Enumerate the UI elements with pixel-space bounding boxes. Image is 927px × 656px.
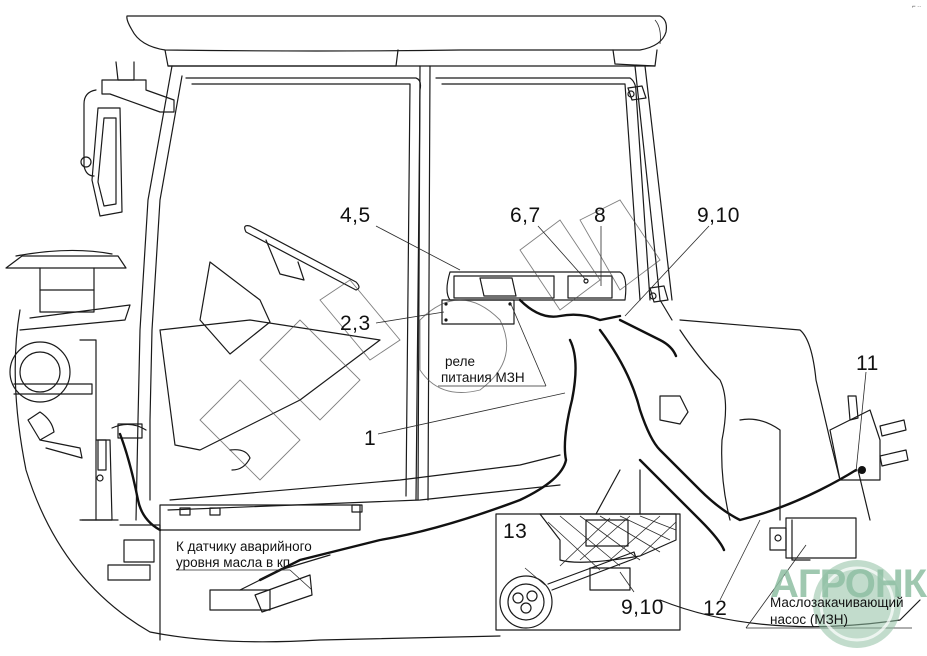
diagonal-watermark-outline: [199, 199, 661, 481]
agronka-logo-text: АГРОНКА: [770, 562, 927, 606]
callout-12: 12: [703, 597, 728, 620]
leader-9-10-inset: [619, 571, 635, 593]
leader-13: [524, 567, 546, 586]
note-relay-line1: реле: [445, 354, 475, 369]
rear-fender: [659, 319, 841, 521]
leader-1: [377, 392, 566, 435]
leader-2-3: [375, 311, 445, 324]
cab-roof: [126, 15, 667, 67]
leader-6-7: [537, 225, 587, 281]
callout-1: 1: [364, 427, 377, 450]
note-sensor-line2: уровня масла в кп: [176, 555, 291, 570]
leader-pump: [745, 544, 807, 629]
agronka-logo-icon: [813, 560, 901, 648]
callout-8: 8: [594, 204, 607, 227]
hydraulic-valve: [829, 395, 909, 521]
cab-floor: [107, 504, 363, 641]
inset-detail: [495, 469, 681, 631]
callout-6-7: 6,7: [510, 204, 541, 227]
cab-frame: [135, 65, 673, 521]
callout-2-3: 2,3: [340, 312, 371, 335]
leader-lines: [176, 225, 912, 629]
callout-4-5: 4,5: [340, 204, 371, 227]
leader-sensor: [289, 569, 313, 591]
leader-relay: [509, 301, 547, 387]
engine-left-components: [9, 339, 162, 532]
side-mirror: [80, 61, 175, 217]
leader-4-5: [375, 225, 461, 271]
callout-9-10-inset: 9,10: [621, 596, 664, 619]
leader-11: [855, 371, 867, 473]
leader-9-10-top: [624, 225, 710, 317]
oil-pump: [769, 517, 857, 561]
note-pump-line1: Маслозакачивающий: [770, 595, 904, 610]
callout-9-10-top: 9,10: [697, 204, 740, 227]
air-cleaner: [5, 249, 131, 331]
wiring-harness: [209, 298, 858, 613]
note-pump-line2: насос (МЗН): [770, 612, 849, 627]
callout-11: 11: [856, 352, 879, 375]
steering-wheel-and-seat: [159, 225, 561, 511]
note-sensor-line1: К датчику аварийного: [176, 539, 312, 554]
corner-mark: ⌐ ··: [912, 4, 922, 10]
note-relay-line2: питания МЗН: [441, 370, 525, 385]
callout-13: 13: [503, 520, 528, 543]
leader-12: [719, 519, 761, 601]
control-panel: [441, 271, 627, 325]
